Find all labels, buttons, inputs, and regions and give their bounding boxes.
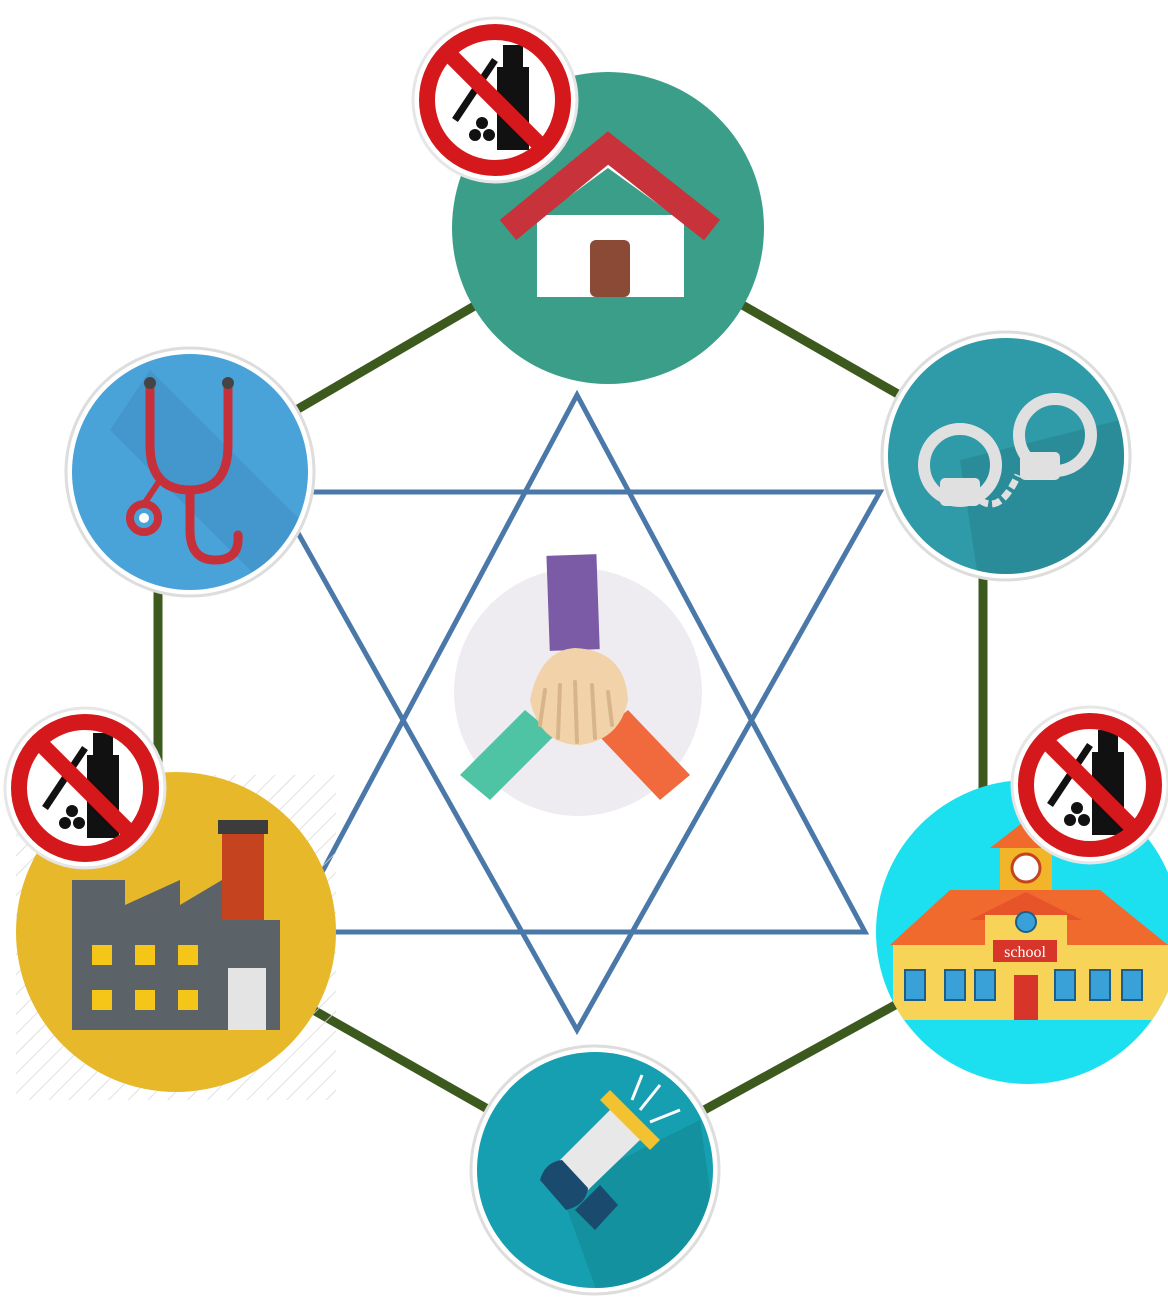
school-sign-text: school: [1004, 944, 1046, 961]
house-icon: [499, 131, 721, 297]
joined-hands-icon: [460, 554, 690, 800]
police-node: [880, 330, 1132, 582]
star-triangle-up: [285, 389, 870, 935]
star-triangle-down: [270, 489, 885, 1036]
prohibition-sign-school: [1010, 705, 1168, 865]
prohibition-sign-workplace: [3, 706, 167, 870]
hexagram-star: [270, 389, 885, 1036]
handcuffs-icon: [918, 393, 1097, 508]
media-node: [469, 1044, 721, 1296]
center-node: [454, 554, 702, 816]
factory-icon: [72, 820, 280, 1030]
school-building-icon: school: [890, 820, 1168, 1020]
megaphone-icon: [540, 1074, 681, 1230]
prohibition-sign-home: [411, 16, 579, 184]
health-node: [64, 346, 316, 598]
home-node: [452, 72, 764, 384]
stethoscope-icon: [126, 380, 243, 565]
